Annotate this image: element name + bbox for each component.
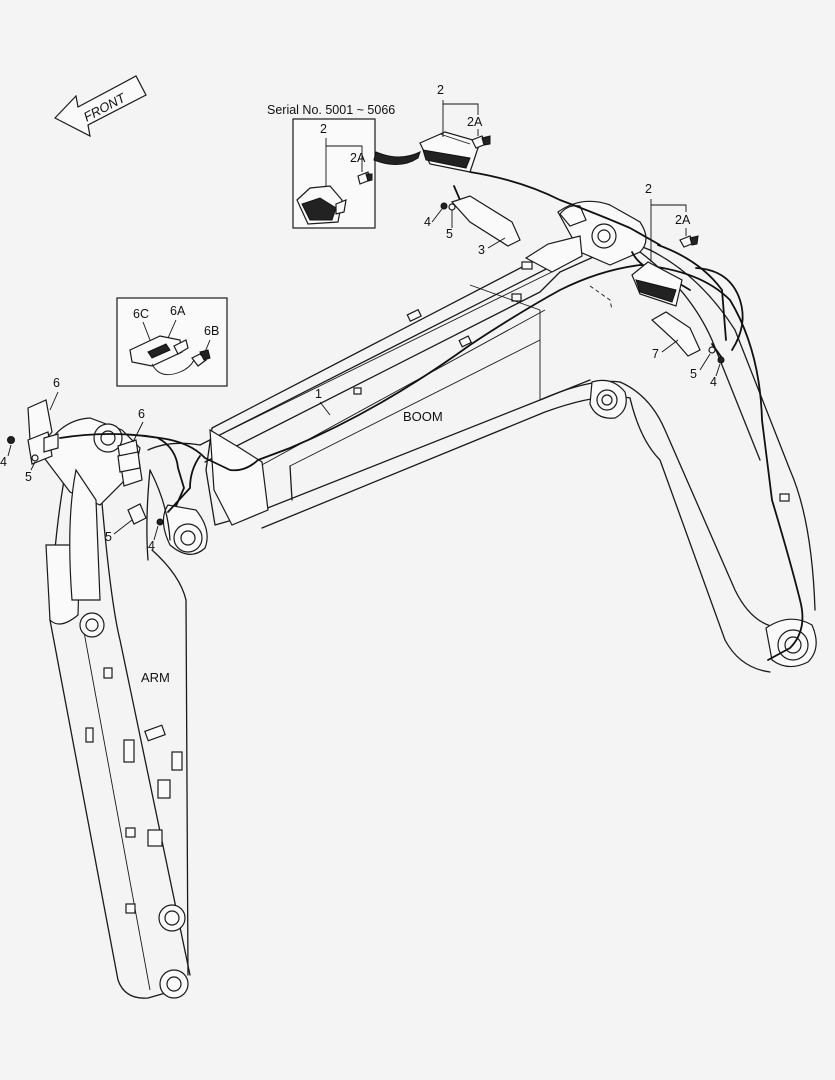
boom-label: BOOM bbox=[403, 409, 443, 424]
callout-harness: 1 bbox=[315, 387, 322, 401]
bulb-right bbox=[679, 235, 699, 248]
bracket-right bbox=[650, 311, 725, 364]
callout-right-lamp: 2 bbox=[645, 182, 652, 196]
work-lamp-right bbox=[631, 261, 683, 307]
callout-top-washer: 5 bbox=[446, 227, 453, 241]
callout-right-bolt: 4 bbox=[710, 375, 717, 389]
callout-top-bulb: 2A bbox=[467, 115, 483, 129]
arm-label: ARM bbox=[141, 670, 170, 685]
callout-top-lamp: 2 bbox=[437, 83, 444, 97]
detail-connector-callout: 6B bbox=[204, 324, 219, 338]
callout-left-washer: 5 bbox=[25, 470, 32, 484]
callout-left-switch: 6 bbox=[53, 376, 60, 390]
callout-mid-washer: 5 bbox=[105, 530, 112, 544]
serial-detail-box: Serial No. 5001 ~ 5066 2 2A bbox=[267, 103, 421, 229]
switch-bracket-mid bbox=[117, 439, 164, 526]
switch-bracket-left bbox=[7, 399, 59, 465]
serial-caption: Serial No. 5001 ~ 5066 bbox=[267, 103, 395, 117]
callout-left-bolt: 4 bbox=[0, 455, 7, 469]
callout-right-bulb: 2A bbox=[675, 213, 691, 227]
callout-right-washer: 5 bbox=[690, 367, 697, 381]
callout-top-bolt: 4 bbox=[424, 215, 431, 229]
detail-bracket-callout: 6A bbox=[170, 304, 186, 318]
front-arrow-icon: FRONT bbox=[54, 75, 147, 138]
callout-right-bracket: 7 bbox=[652, 347, 659, 361]
serial-bulb-callout: 2A bbox=[350, 151, 366, 165]
callout-group: 2 2A 4 5 3 2 2A 7 5 4 1 6 4 5 6 bbox=[0, 83, 721, 685]
callout-mid-bolt: 4 bbox=[148, 539, 155, 553]
bulb-top bbox=[471, 135, 491, 149]
detail-switch-callout: 6C bbox=[133, 307, 149, 321]
work-lamp-top bbox=[419, 131, 481, 173]
callout-top-bracket: 3 bbox=[478, 243, 485, 257]
switch-detail-box: 6C 6A 6B bbox=[116, 297, 228, 387]
callout-mid-switch: 6 bbox=[138, 407, 145, 421]
arm-structure bbox=[41, 417, 191, 999]
serial-lamp-callout: 2 bbox=[320, 122, 327, 136]
